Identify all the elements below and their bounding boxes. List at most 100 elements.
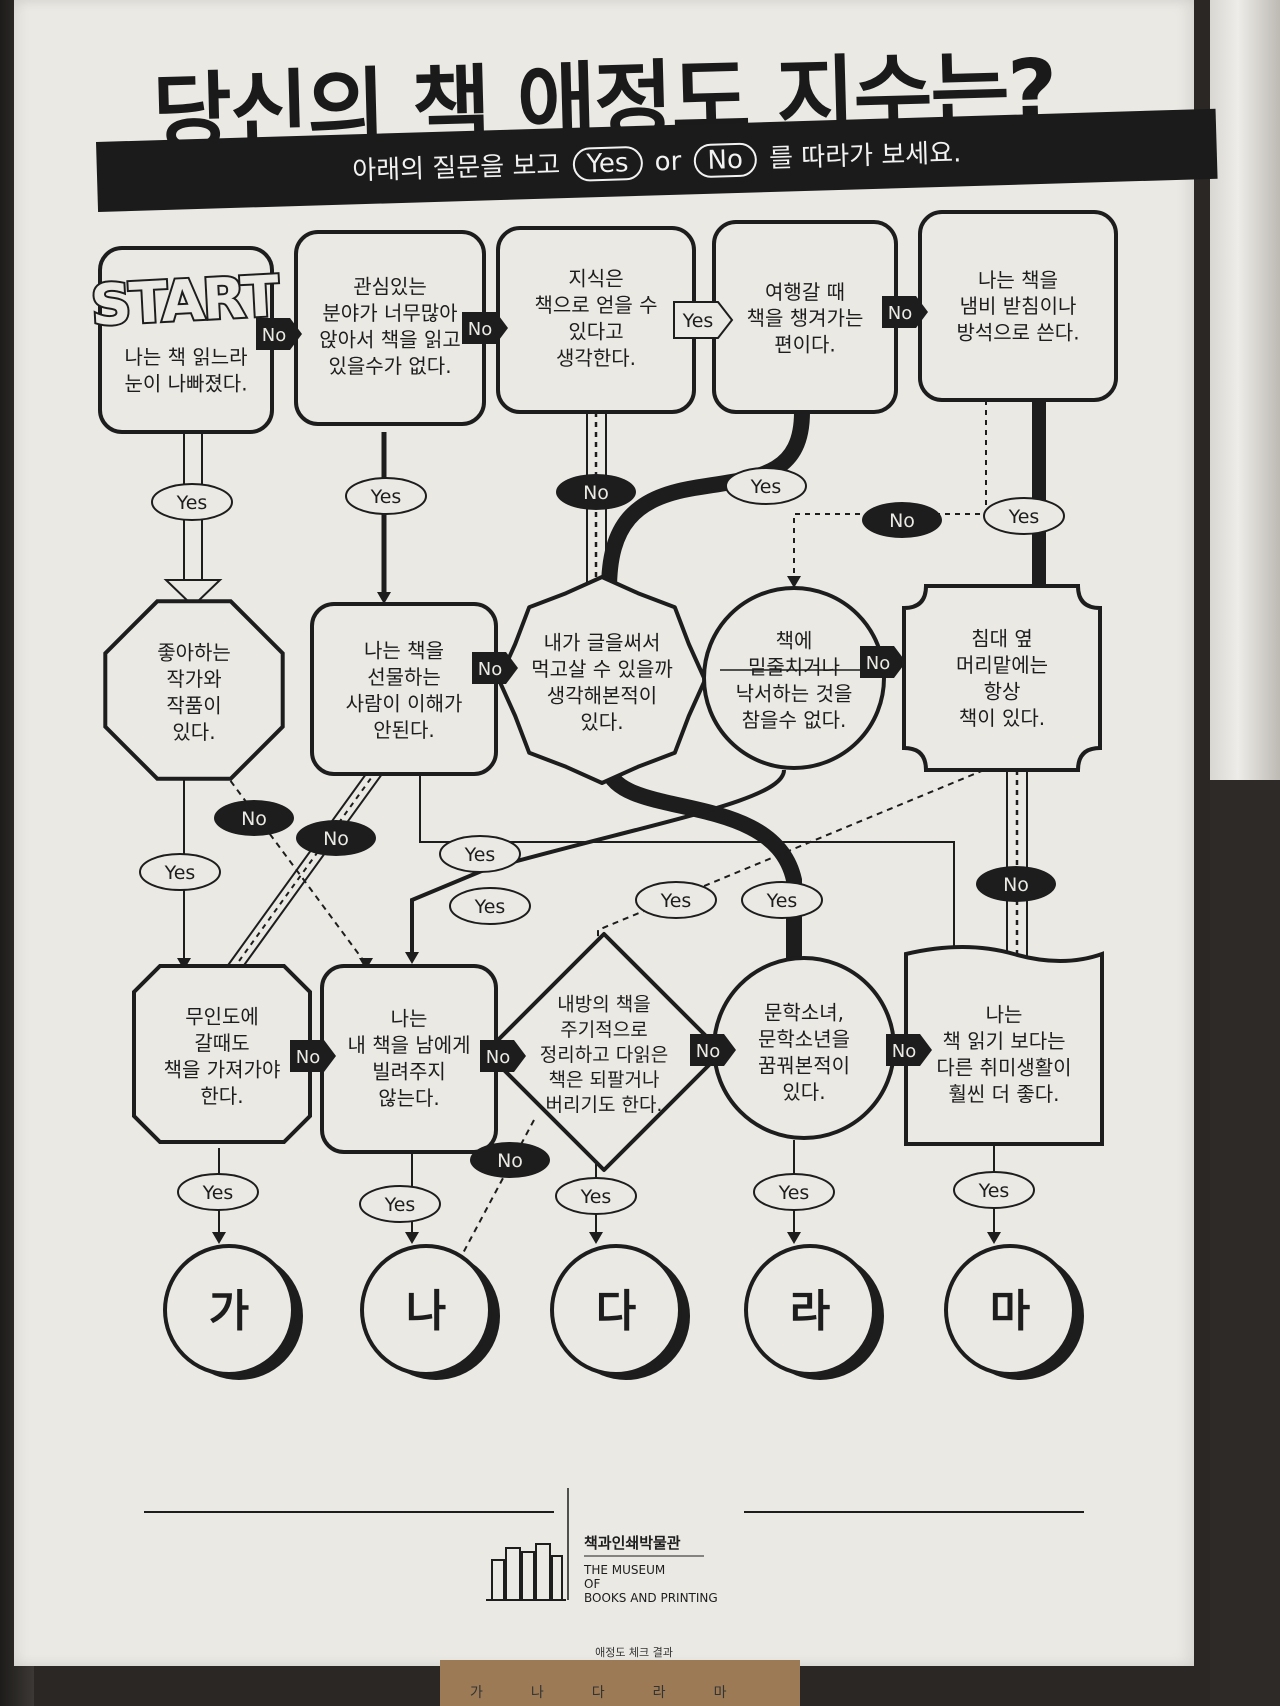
label-q13-no-text: No [486, 1047, 510, 1068]
label-q4-yes-text: Yes [750, 476, 782, 498]
q2-line-1: 관심있는 [353, 275, 427, 299]
label-q9-no-text: No [866, 653, 890, 674]
result-4-label: 라 [790, 1286, 830, 1337]
label-q13-no-down-pill [470, 1142, 550, 1178]
label-q13-yes-pill [555, 1177, 637, 1215]
result-4-circle [744, 1244, 876, 1376]
label-q14-no-tag [690, 1034, 736, 1066]
q4-line-2: 책을 챙겨가는 [747, 306, 864, 330]
footer-logo-book-2 [505, 1547, 521, 1601]
label-q13-no-tag [480, 1040, 526, 1072]
label-q6-no-pill [214, 800, 294, 836]
label-q7-no-text: No [323, 828, 349, 850]
label-q8-yes-text: Yes [766, 890, 798, 912]
label-q7-yes-text: Yes [464, 844, 496, 866]
label-q6-yes-text: Yes [164, 862, 196, 884]
connector-16 [419, 748, 955, 952]
label-q13-yes-text: Yes [580, 1186, 612, 1208]
q11-line-2: 갈때도 [194, 1031, 249, 1055]
q11-line-1: 무인도에 [185, 1005, 259, 1029]
label-q11-no-text: No [296, 1047, 320, 1068]
q8-line-1: 내가 글을써서 [544, 631, 661, 655]
label-q3-no-pill [556, 474, 636, 510]
label-q9-no-tag [860, 646, 906, 678]
arrowhead-3 [787, 576, 801, 588]
label-q3-yes-tag [673, 301, 734, 339]
q3-line-4: 생각한다. [556, 346, 636, 370]
label-q10-yes-pill [635, 881, 717, 919]
q5-line-2: 냄비 받침이나 [960, 294, 1077, 318]
flowchart-poster: 당신의 책 애정도 지수는? 아래의 질문을 보고 Yes or No 를 따라… [14, 0, 1218, 1666]
arrowhead-10 [405, 1232, 419, 1244]
arrowhead-13 [987, 1232, 1001, 1244]
q10-line-4: 책이 있다. [959, 706, 1045, 730]
label-q8-no-tag [472, 652, 518, 684]
q13-line-3: 정리하고 다읽은 [540, 1044, 668, 1066]
label-q14-yes-text: Yes [778, 1182, 810, 1204]
q14-line-1: 문학소녀, [764, 1001, 844, 1025]
label-q9-yes-text: Yes [474, 896, 506, 918]
footer-logo-book-5 [551, 1555, 563, 1601]
label-q15-yes-text: Yes [978, 1180, 1010, 1202]
q6-line-2: 작가와 [166, 667, 221, 691]
label-q11-yes-text: Yes [202, 1182, 234, 1204]
q3-line-1: 지식은 [568, 267, 623, 291]
q7-line-2: 선물하는 [367, 665, 441, 689]
label-q5-no-text: No [889, 510, 915, 532]
hollow-arrowhead [163, 579, 223, 608]
result-3-circle [550, 1244, 682, 1376]
q12-line-3: 빌려주지 [372, 1059, 446, 1083]
label-q13-no-down-text: No [497, 1150, 523, 1172]
note-mark-da: 다 [591, 1685, 653, 1701]
label-q3-yes-text: Yes [682, 310, 714, 332]
q7-line-4: 안된다. [373, 718, 435, 742]
footer-logo-book-1 [491, 1559, 505, 1601]
result-5-circle [944, 1244, 1076, 1376]
label-q2-no-text: No [468, 319, 492, 340]
result-5-label: 마 [990, 1286, 1030, 1337]
label-q8-yes-pill [741, 881, 823, 919]
label-q11-yes-pill [177, 1173, 259, 1211]
connector-13 [223, 771, 367, 965]
q14-line-3: 꿈꿔본적이 [758, 1053, 850, 1077]
wall-right-lower [1210, 780, 1280, 1706]
label-q4-no-text: No [888, 303, 912, 324]
q14-line-2: 문학소년을 [758, 1027, 850, 1051]
note-mark-na: 나 [530, 1685, 592, 1701]
label-q9-yes-pill [449, 887, 531, 925]
q1-line-2: 눈이 나빠졌다. [124, 371, 247, 395]
q12-line-4: 않는다. [378, 1086, 440, 1110]
q13-line-5: 버리기도 한다. [546, 1094, 663, 1116]
q9-line-4: 참을수 없다. [742, 708, 847, 732]
label-q1-no-tag [256, 318, 302, 350]
q3-line-2: 책으로 얻을 수 [534, 293, 657, 317]
result-2-label: 나 [406, 1286, 446, 1337]
q10-line-2: 머리맡에는 [956, 653, 1048, 677]
q1-line-1: 나는 책 읽느라 [124, 345, 247, 369]
q14-line-4: 있다. [782, 1080, 825, 1104]
q15-line-1: 나는 [986, 1003, 1023, 1027]
note-marks: 가나다라마 [470, 1682, 774, 1702]
q11-line-3: 책을 가져가야 [164, 1057, 281, 1081]
footer-logo-book-4 [535, 1543, 551, 1601]
label-q12-yes-pill [359, 1185, 441, 1223]
q11-box [132, 964, 312, 1144]
label-q14-no-text: No [696, 1041, 720, 1062]
arrowhead-12 [787, 1232, 801, 1244]
note-card [440, 1660, 800, 1706]
q2-line-2: 분야가 너무많아 [322, 301, 457, 325]
q13-line-4: 책은 되팔거나 [549, 1069, 660, 1091]
q9-line-2: 밑줄치거나 [748, 655, 840, 679]
footer-museum-en-2: OF [584, 1577, 600, 1591]
q2-line-4: 있을수가 없다. [328, 354, 451, 378]
q15-line-4: 훨씬 더 좋다. [948, 1082, 1059, 1106]
label-q7-no-pill [296, 820, 376, 856]
label-q1-yes-pill [151, 483, 233, 521]
label-q10-yes-text: Yes [660, 890, 692, 912]
result-2-circle [360, 1244, 492, 1376]
q12-line-1: 나는 [391, 1007, 428, 1031]
label-q15-no-text: No [892, 1041, 916, 1062]
label-q10-no-text: No [1003, 874, 1029, 896]
q9-line-1: 책에 [776, 629, 813, 653]
q6-line-1: 좋아하는 [157, 641, 231, 665]
